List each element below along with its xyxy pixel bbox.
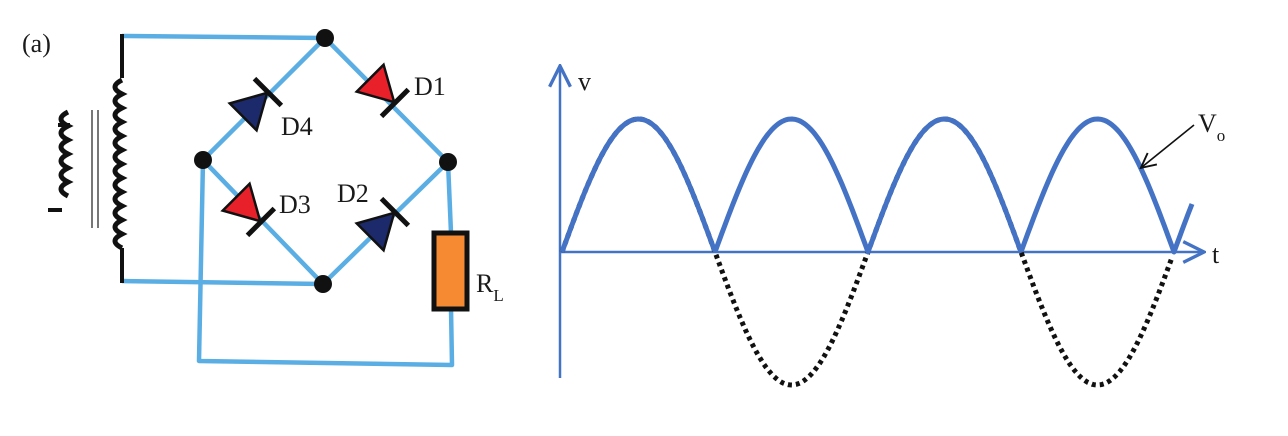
waveform-plot: v t Vo bbox=[559, 67, 1225, 388]
y-axis-label: v bbox=[578, 67, 591, 96]
output-label-main: V bbox=[1198, 109, 1217, 138]
node-top bbox=[316, 29, 334, 47]
output-label: Vo bbox=[1198, 109, 1225, 145]
output-rectified-wave bbox=[559, 116, 1195, 255]
node-left bbox=[194, 151, 212, 169]
wire-top bbox=[121, 33, 326, 41]
diode-d2-cathode-bar bbox=[379, 196, 411, 228]
diode-d1 bbox=[354, 62, 411, 119]
wire-bottom bbox=[121, 278, 324, 287]
diode-d2-body bbox=[354, 210, 397, 253]
diode-d4-body bbox=[227, 90, 270, 133]
diode-d1-body bbox=[354, 62, 397, 105]
transformer-primary-leads bbox=[48, 123, 70, 212]
secondary-coil bbox=[112, 77, 128, 251]
load-label-main: R bbox=[476, 269, 494, 298]
load-resistor-label: RL bbox=[476, 269, 504, 305]
diode-d1-label: D1 bbox=[414, 72, 446, 101]
node-bottom bbox=[314, 275, 332, 293]
diode-d4-cathode-bar bbox=[252, 76, 284, 108]
bridge-rectifier-circuit: D1 D2 D3 D4 RL bbox=[48, 29, 504, 368]
diode-d4-label: D4 bbox=[281, 112, 313, 141]
diode-d3-cathode-bar bbox=[245, 206, 277, 238]
wire-load-return bbox=[196, 159, 455, 368]
diode-d3 bbox=[220, 181, 277, 238]
transformer bbox=[48, 34, 128, 283]
diode-d1-cathode-bar bbox=[379, 87, 411, 119]
input-sine-wave bbox=[559, 116, 1175, 388]
output-pointer-arrow bbox=[1142, 124, 1195, 167]
diode-d3-label: D3 bbox=[279, 190, 311, 219]
output-label-subscript: o bbox=[1217, 126, 1226, 145]
diode-d2 bbox=[354, 196, 411, 253]
node-right bbox=[439, 153, 457, 171]
diode-d3-body bbox=[220, 181, 263, 224]
panel-label: (a) bbox=[22, 29, 51, 58]
diode-d4 bbox=[227, 76, 284, 133]
transformer-core bbox=[91, 110, 99, 228]
diode-d2-label: D2 bbox=[337, 179, 369, 208]
load-label-subscript: L bbox=[493, 286, 503, 305]
load-resistor bbox=[431, 230, 470, 312]
junction-nodes bbox=[194, 29, 457, 293]
x-axis-label: t bbox=[1212, 240, 1220, 269]
wire-to-load bbox=[445, 161, 454, 234]
